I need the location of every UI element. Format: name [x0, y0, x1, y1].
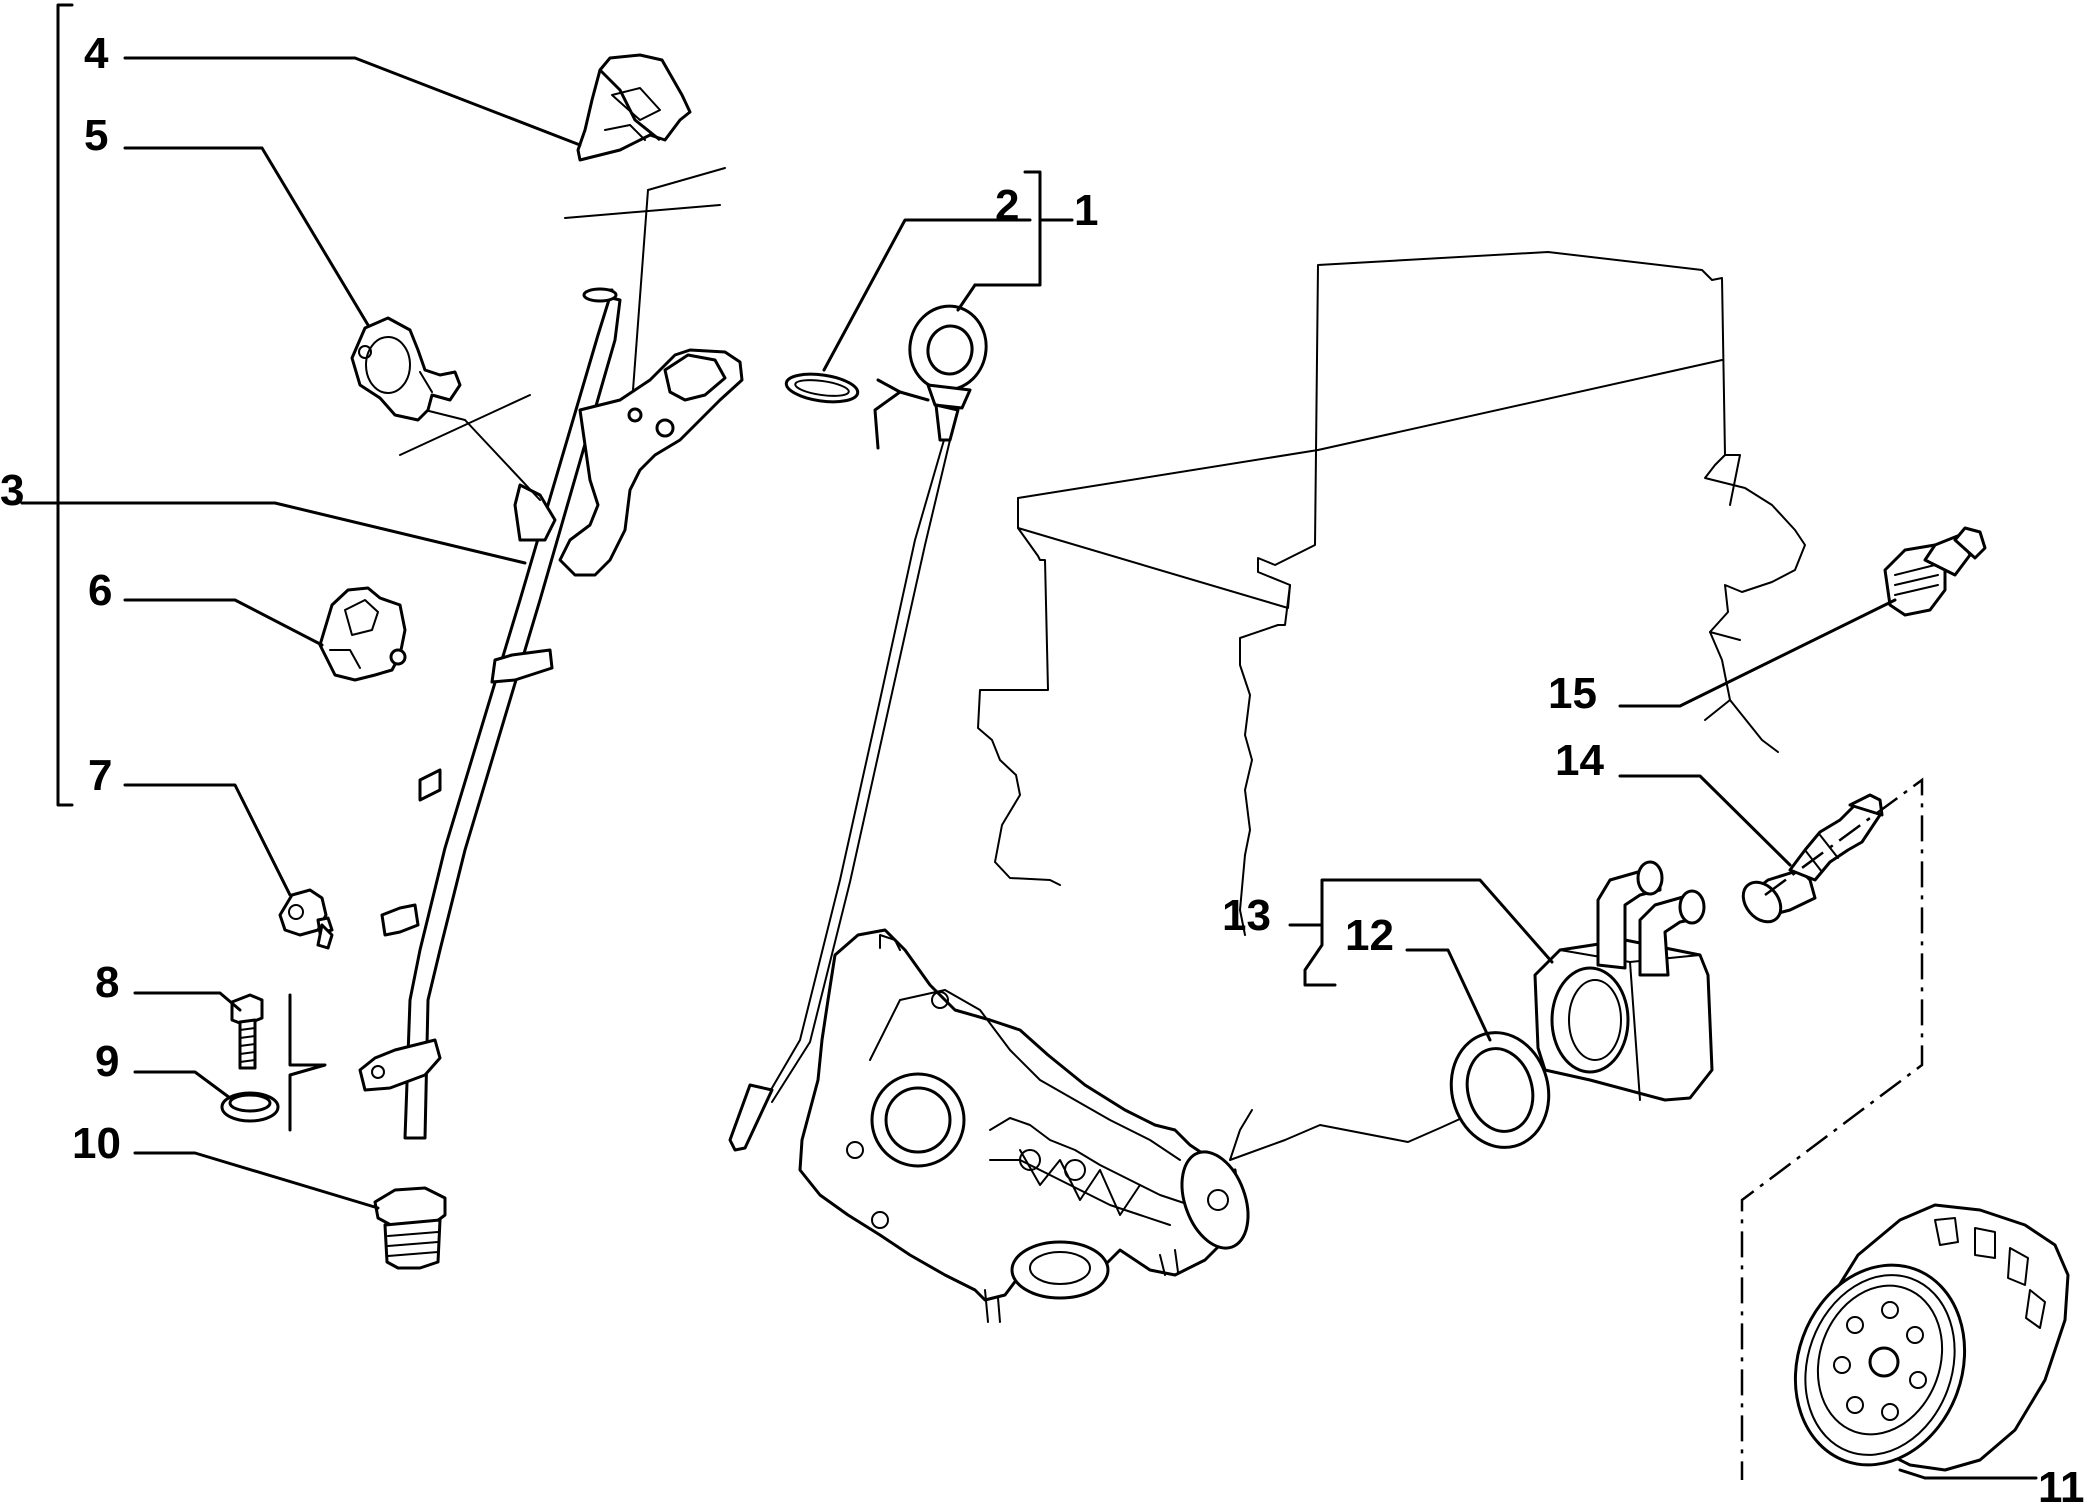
bracket-8-9	[288, 993, 327, 1132]
label-4: 4	[84, 29, 109, 78]
part-8-bolt	[230, 993, 264, 1070]
label-10: 10	[72, 1119, 121, 1168]
label-14: 14	[1555, 736, 1604, 785]
engine-block	[977, 251, 1806, 1161]
phantom-lines	[1740, 777, 1924, 1480]
clip-leaders	[384, 167, 726, 501]
part-6-clamp	[318, 586, 407, 682]
label-11: 11	[2038, 1463, 2085, 1506]
part-15-sensor	[1883, 526, 1987, 617]
label-7: 7	[88, 751, 112, 800]
part-7-clip	[278, 888, 334, 950]
dipstick	[728, 304, 988, 1152]
part-12-seal	[1449, 1031, 1551, 1149]
label-2: 2	[995, 181, 1019, 230]
dipstick-tube	[358, 287, 744, 1140]
part-9-washer	[220, 1091, 280, 1123]
part-10-plug	[373, 1186, 447, 1270]
bracket-1-2	[822, 170, 1074, 450]
dipstick-oring	[784, 372, 860, 404]
callout-labels: 1 2 3 4 5 6 7 8 9 10 11 12 13 14 15	[0, 29, 2085, 1506]
part-11-oil-filter	[1793, 1203, 2070, 1472]
group-bracket-3	[20, 3, 74, 807]
label-8: 8	[95, 958, 119, 1007]
label-12: 12	[1345, 911, 1394, 960]
label-3: 3	[0, 466, 24, 515]
label-6: 6	[88, 566, 112, 615]
part-5-clamp	[350, 316, 462, 422]
label-5: 5	[84, 111, 108, 160]
label-13: 13	[1222, 891, 1271, 940]
part-13-oil-cooler	[1533, 860, 1714, 1102]
oil-pump-housing	[798, 928, 1250, 1323]
label-1: 1	[1074, 186, 1098, 235]
part-4-clip	[576, 53, 692, 162]
leader-lines	[20, 56, 2038, 1480]
label-9: 9	[95, 1037, 119, 1086]
label-15: 15	[1548, 669, 1597, 718]
